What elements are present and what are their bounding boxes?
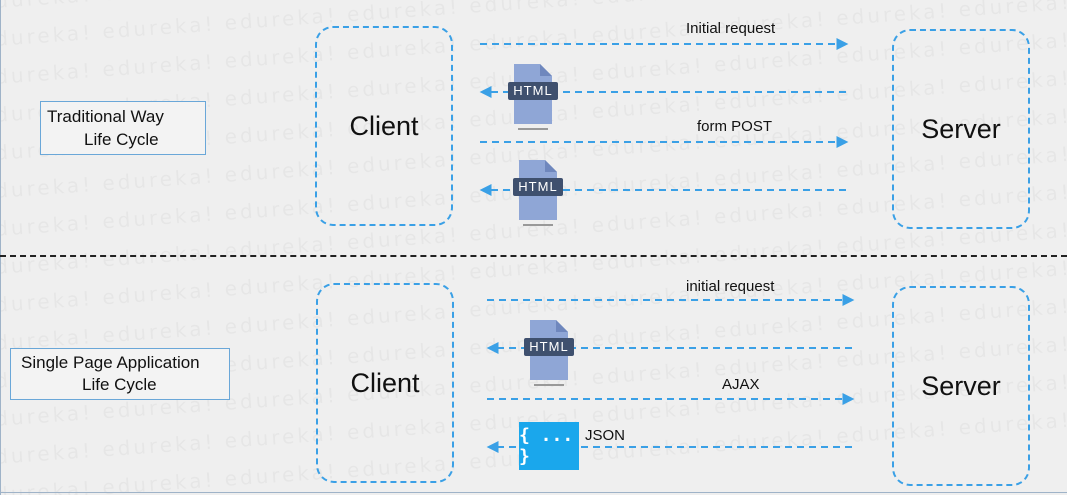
traditional-label-box: Traditional Way Life Cycle: [40, 101, 206, 155]
spa-server-node: Server: [892, 286, 1030, 486]
traditional-form-post-label: form POST: [697, 118, 773, 135]
traditional-server-label: Server: [921, 113, 1001, 144]
json-braces-icon: { ... }: [519, 422, 579, 470]
spa-label-line2: Life Cycle: [82, 375, 157, 394]
frame-left: [0, 0, 1, 495]
spa-initial-request-label: initial request: [686, 278, 775, 295]
spa-client-node: Client: [316, 283, 454, 483]
spa-server-label: Server: [921, 370, 1001, 401]
html-document-icon: HTML: [522, 318, 578, 395]
traditional-client-label: Client: [349, 110, 419, 141]
frame-bottom: [0, 492, 1067, 493]
traditional-server-node: Server: [892, 29, 1030, 229]
html-document-icon: HTML: [511, 158, 567, 235]
html-doc-graphic: [513, 160, 563, 226]
traditional-label-line1: Traditional Way: [47, 107, 164, 126]
html-doc-graphic: [524, 320, 574, 386]
spa-json-label: JSON: [585, 427, 626, 444]
html-document-icon: HTML: [506, 62, 562, 139]
section-divider: [0, 255, 1067, 257]
html-doc-label: HTML: [529, 339, 569, 354]
html-doc-label: HTML: [513, 83, 553, 98]
html-doc-graphic: [508, 64, 558, 130]
spa-label-box: Single Page Application Life Cycle: [10, 348, 230, 400]
spa-label-line1: Single Page Application: [21, 353, 200, 372]
json-icon-text: { ... }: [519, 425, 574, 467]
html-doc-label: HTML: [518, 179, 558, 194]
spa-ajax-label: AJAX: [722, 376, 760, 393]
traditional-label-line2: Life Cycle: [84, 130, 159, 149]
traditional-client-node: Client: [315, 26, 453, 226]
spa-client-label: Client: [350, 367, 420, 398]
traditional-initial-request-label: Initial request: [686, 20, 776, 37]
